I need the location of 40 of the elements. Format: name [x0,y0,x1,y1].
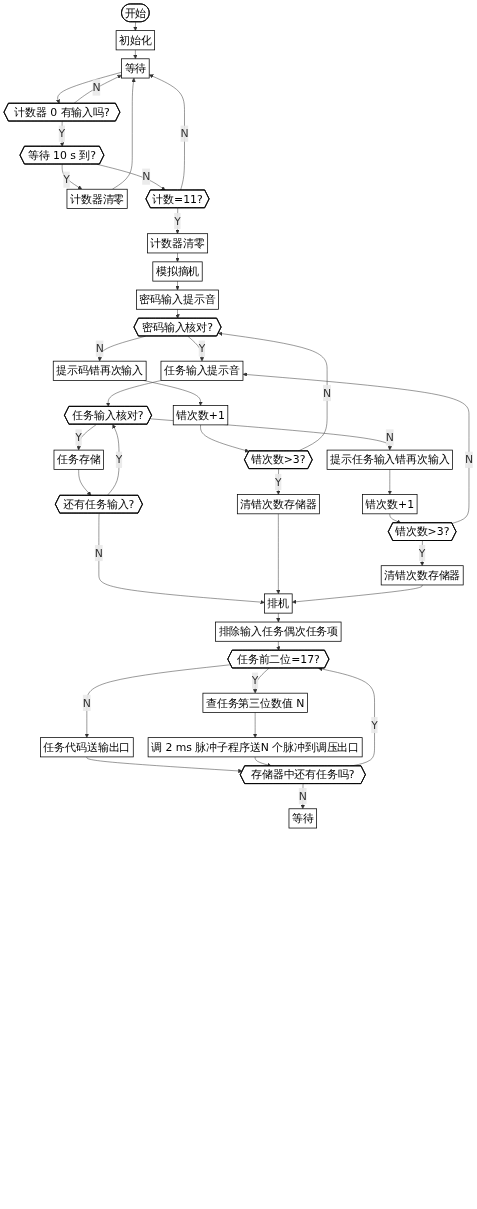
node-box: 任务存储 [53,449,104,470]
edge-label: Y [371,718,378,732]
edge-label: Y [198,342,206,355]
edge-label: N [142,170,151,183]
edge-label: N [94,546,103,560]
edge-label: Y [174,214,181,228]
edge-label: N [464,453,474,466]
node-box: 清错次数存储器 [380,565,464,586]
node-box: 密码输入提示音 [136,289,219,310]
edge-label: Y [251,674,259,687]
node-box: 计数器清零 [66,188,128,209]
node-box: 提示码错再次输入 [52,360,147,381]
node-box: 计数器清零 [147,233,208,254]
edge-label: N [92,81,101,94]
node-box: 等待 [288,808,317,829]
node-box: 排机 [264,593,293,614]
node-box: 任务代码送输出口 [40,737,134,758]
edge-label: Y [418,546,426,560]
node-box: 模拟摘机 [152,261,203,282]
edge-label: N [95,342,104,355]
edge-label: Y [275,475,282,489]
edge-label: N [385,431,394,444]
node-box: 等待 [121,58,150,79]
edge-label: Y [58,127,66,140]
node-box: 任务输入提示音 [160,360,244,381]
node-box: 错次数+1 [362,494,418,515]
node-box: 调 2 ms 脉冲子程序送N 个脉冲到调压出口 [147,737,363,758]
node-box: 错次数+1 [172,405,229,426]
node-box: 清错次数存储器 [236,494,320,515]
edge-label: N [298,790,307,803]
edge-label: Y [75,431,83,444]
node-box: 初始化 [115,30,155,51]
node-box: 查任务第三位数值 N [202,692,308,713]
node-box: 提示任务输入错再次输入 [326,449,453,470]
edge-label: N [82,696,91,709]
edge-label: Y [63,173,70,186]
edge-label: Y [115,453,123,466]
edge-label: N [323,386,332,400]
node-box: 排除输入任务偶次任务项 [215,621,342,642]
edge-label: N [180,127,189,140]
